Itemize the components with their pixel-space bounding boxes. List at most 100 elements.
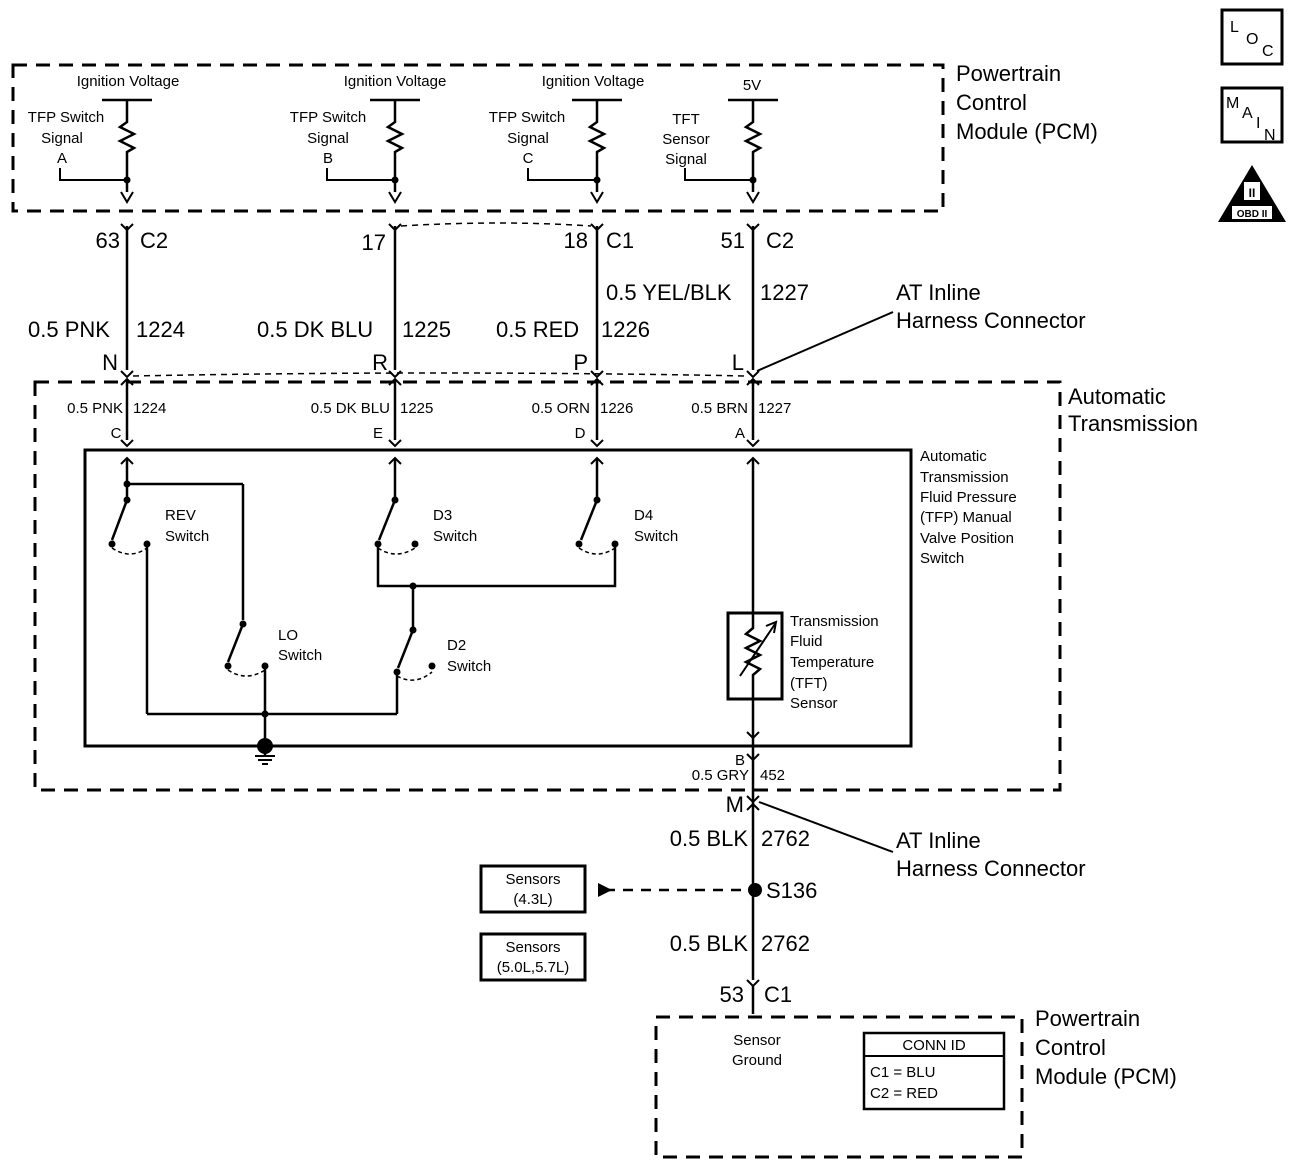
svg-text:(4.3L): (4.3L) bbox=[513, 891, 552, 908]
transmission-box bbox=[33, 380, 1062, 792]
inline-pin-r: R bbox=[372, 350, 388, 375]
svg-text:1226: 1226 bbox=[600, 400, 633, 417]
svg-text:Ignition Voltage: Ignition Voltage bbox=[344, 73, 447, 90]
tft-sensor: Transmission Fluid Temperature (TFT) Sen… bbox=[726, 458, 879, 760]
pcm-bottom-label: Powertrain Control Module (PCM) bbox=[1035, 1006, 1177, 1089]
svg-text:452: 452 bbox=[760, 767, 785, 784]
svg-text:REV: REV bbox=[165, 507, 196, 524]
conn-id-row-c2: C2 = RED bbox=[870, 1085, 938, 1102]
svg-text:TFP Switch: TFP Switch bbox=[28, 109, 104, 126]
inline-top-label-1: AT Inline bbox=[896, 280, 981, 305]
svg-text:0.5 ORN: 0.5 ORN bbox=[532, 400, 590, 417]
wire-b-circuit: 1225 bbox=[402, 317, 451, 342]
svg-text:Signal: Signal bbox=[307, 130, 349, 147]
svg-text:Sensors: Sensors bbox=[505, 939, 560, 956]
svg-text:2762: 2762 bbox=[761, 826, 810, 851]
pcm-pins-row: 63 C2 17 18 C1 51 C2 bbox=[96, 222, 794, 255]
svg-text:B: B bbox=[323, 150, 333, 167]
svg-text:TFP Switch: TFP Switch bbox=[290, 109, 366, 126]
svg-text:C: C bbox=[111, 425, 122, 442]
conn-id-title: CONN ID bbox=[902, 1037, 966, 1054]
svg-text:Transmission: Transmission bbox=[790, 613, 879, 630]
upper-wires: 0.5 PNK 1224 0.5 DK BLU 1225 0.5 RED 122… bbox=[28, 226, 809, 370]
svg-text:Automatic: Automatic bbox=[1068, 384, 1166, 409]
svg-text:Ignition Voltage: Ignition Voltage bbox=[542, 73, 645, 90]
svg-text:Harness Connector: Harness Connector bbox=[896, 856, 1086, 881]
svg-text:0.5 BLK: 0.5 BLK bbox=[670, 931, 749, 956]
svg-text:Control: Control bbox=[1035, 1035, 1106, 1060]
sensors-box-5-0l-5-7l: Sensors (5.0L,5.7L) bbox=[479, 932, 587, 982]
svg-text:Powertrain: Powertrain bbox=[1035, 1006, 1140, 1031]
pcm-circuit-c: Ignition Voltage TFP Switch Signal C bbox=[489, 73, 645, 204]
pin-63: 63 bbox=[96, 228, 120, 253]
loc-letter-l: L bbox=[1230, 19, 1239, 36]
svg-text:Powertrain: Powertrain bbox=[956, 61, 1061, 86]
tfp-switch-label: Automatic Transmission Fluid Pressure (T… bbox=[920, 448, 1017, 567]
loc-badge: L O C bbox=[1220, 8, 1284, 66]
inline-top-label-2: Harness Connector bbox=[896, 308, 1086, 333]
svg-text:A: A bbox=[57, 150, 67, 167]
d3-switch: D3 Switch bbox=[374, 458, 617, 588]
svg-text:Switch: Switch bbox=[278, 647, 322, 664]
wire-c-size: 0.5 RED bbox=[496, 317, 579, 342]
svg-text:AT Inline: AT Inline bbox=[896, 828, 981, 853]
wire-d-size: 0.5 YEL/BLK bbox=[606, 280, 732, 305]
svg-text:0.5 DK BLU: 0.5 DK BLU bbox=[311, 400, 390, 417]
svg-text:1224: 1224 bbox=[133, 400, 166, 417]
svg-text:Module (PCM): Module (PCM) bbox=[956, 119, 1098, 144]
svg-text:LO: LO bbox=[278, 627, 298, 644]
svg-text:B: B bbox=[735, 752, 745, 769]
svg-text:Switch: Switch bbox=[165, 528, 209, 545]
svg-text:Switch: Switch bbox=[447, 658, 491, 675]
svg-text:Ignition Voltage: Ignition Voltage bbox=[77, 73, 180, 90]
svg-text:Switch: Switch bbox=[433, 528, 477, 545]
rev-switch: REV Switch bbox=[108, 458, 243, 714]
pin-18-conn: C1 bbox=[606, 228, 634, 253]
wire-a-circuit: 1224 bbox=[136, 317, 185, 342]
loc-letter-c: C bbox=[1262, 43, 1274, 60]
transmission-label: Automatic Transmission bbox=[1068, 384, 1198, 436]
obd-text: OBD II bbox=[1237, 209, 1268, 220]
svg-text:(TFT): (TFT) bbox=[790, 675, 827, 692]
pin-53-conn: C1 bbox=[764, 982, 792, 1007]
inner-arrows bbox=[120, 456, 760, 465]
svg-text:Switch: Switch bbox=[920, 550, 964, 567]
svg-text:5V: 5V bbox=[743, 77, 761, 94]
svg-text:C: C bbox=[523, 150, 534, 167]
svg-text:Sensors: Sensors bbox=[505, 871, 560, 888]
svg-text:Sensor: Sensor bbox=[662, 131, 710, 148]
svg-text:Signal: Signal bbox=[665, 151, 707, 168]
svg-text:TFT: TFT bbox=[672, 111, 700, 128]
pin-51: 51 bbox=[721, 228, 745, 253]
svg-text:Transmission: Transmission bbox=[1068, 411, 1198, 436]
wire-b-size: 0.5 DK BLU bbox=[257, 317, 373, 342]
svg-text:1225: 1225 bbox=[400, 400, 433, 417]
main-badge: M A I N bbox=[1220, 86, 1284, 144]
svg-text:A: A bbox=[735, 425, 745, 442]
svg-text:Ground: Ground bbox=[732, 1052, 782, 1069]
svg-text:Temperature: Temperature bbox=[790, 654, 874, 671]
pcm-circuit-b: Ignition Voltage TFP Switch Signal B bbox=[290, 73, 447, 204]
pcm-circuit-a: Ignition Voltage TFP Switch Signal A bbox=[28, 73, 180, 204]
svg-text:(TFP) Manual: (TFP) Manual bbox=[920, 509, 1012, 526]
svg-text:Sensor: Sensor bbox=[733, 1032, 781, 1049]
inline-pin-p: P bbox=[573, 350, 588, 375]
transmission-wires: 0.5 PNK 1224 C 0.5 DK BLU 1225 E 0.5 ORN… bbox=[67, 380, 791, 448]
svg-text:Fluid: Fluid bbox=[790, 633, 823, 650]
svg-text:Automatic: Automatic bbox=[920, 448, 987, 465]
main-letter-m: M bbox=[1226, 95, 1239, 112]
svg-text:Control: Control bbox=[956, 90, 1027, 115]
inline-connector-bottom: M AT Inline Harness Connector bbox=[726, 760, 1086, 980]
svg-text:D2: D2 bbox=[447, 637, 466, 654]
conn-id-table: CONN ID C1 = BLU C2 = RED bbox=[862, 1031, 1006, 1111]
d2-switch: D2 Switch bbox=[393, 582, 491, 714]
inline-pin-n: N bbox=[102, 350, 118, 375]
pin-18: 18 bbox=[564, 228, 588, 253]
loc-letter-o: O bbox=[1246, 31, 1258, 48]
tfp-switch-box bbox=[83, 448, 913, 748]
pin-51-conn: C2 bbox=[766, 228, 794, 253]
pcm-circuit-d: 5V TFT Sensor Signal bbox=[662, 77, 778, 204]
svg-text:Signal: Signal bbox=[507, 130, 549, 147]
pin-63-conn: C2 bbox=[140, 228, 168, 253]
